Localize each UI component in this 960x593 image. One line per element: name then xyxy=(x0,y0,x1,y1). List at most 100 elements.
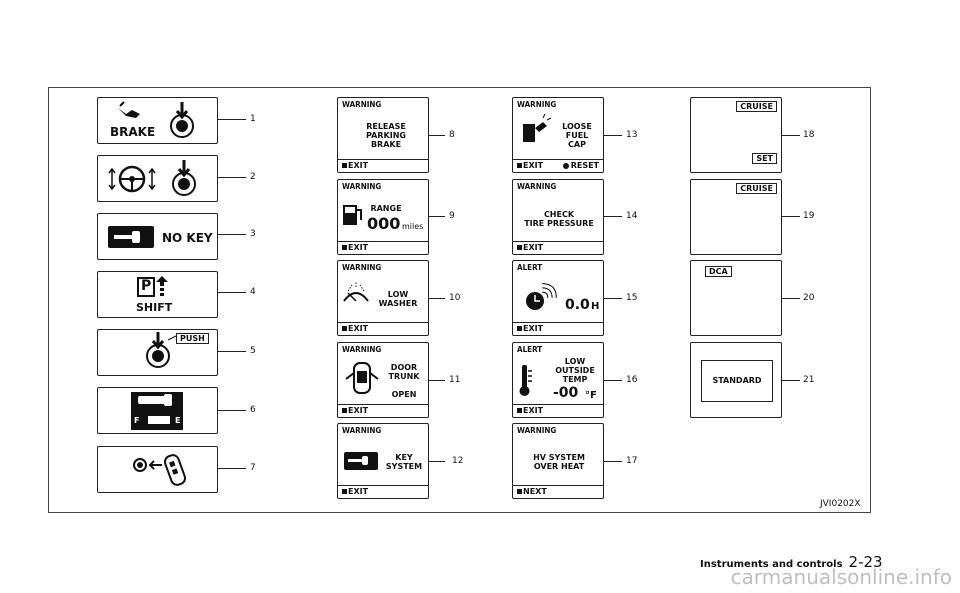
key-battery-icon xyxy=(138,394,172,424)
msg-text: LOW OUTSIDE TEMP xyxy=(555,357,595,384)
dca-tag: DCA xyxy=(705,266,732,277)
callout-5: 5 xyxy=(250,346,256,356)
callout-9: 9 xyxy=(449,211,455,221)
msg-footer: EXIT xyxy=(513,241,603,254)
msg-footer: EXIT xyxy=(513,322,603,335)
timer-value: 0.0 xyxy=(565,297,590,313)
msg-footer: EXIT xyxy=(338,322,428,335)
callout-2: 2 xyxy=(250,172,256,182)
msg-header: WARNING xyxy=(342,263,382,272)
callout-17: 17 xyxy=(626,456,638,466)
msg-check-tire-pressure: WARNING CHECK TIRE PRESSURE EXIT xyxy=(512,179,604,255)
park-shift-icon xyxy=(137,276,168,297)
push-button-icon xyxy=(146,332,177,368)
indicator-steering xyxy=(97,155,218,202)
msg-header: WARNING xyxy=(342,345,382,354)
range-unit: miles xyxy=(402,222,424,231)
callout-20: 20 xyxy=(803,293,815,303)
msg-footer: EXIT xyxy=(513,404,603,417)
section-title: Instruments and controls xyxy=(700,559,843,570)
msg-release-parking-brake: WARNING RELEASE PARKING BRAKE EXIT xyxy=(337,97,429,173)
msg-header: WARNING xyxy=(342,426,382,435)
fuel-f-label: F xyxy=(134,416,140,425)
thermometer-icon xyxy=(519,365,532,396)
msg-text: CHECK TIRE PRESSURE xyxy=(524,210,594,228)
steering-wheel-icon xyxy=(108,160,196,196)
callout-16: 16 xyxy=(626,375,638,385)
msg-footer: EXIT xyxy=(338,159,428,172)
msg-footer: EXIT xyxy=(338,485,428,498)
foot-brake-icon xyxy=(118,101,194,138)
figure-frame xyxy=(48,87,871,513)
msg-dca: DCA xyxy=(690,260,782,336)
msg-header: WARNING xyxy=(517,182,557,191)
callout-6: 6 xyxy=(250,405,256,415)
page-footer: Instruments and controls 2-23 xyxy=(700,553,883,571)
msg-header: ALERT xyxy=(517,263,543,272)
key-icon xyxy=(344,452,378,470)
temp-value: -00 xyxy=(553,385,579,401)
msg-door-trunk-open: WARNING DOOR TRUNK OPEN EXIT xyxy=(337,342,429,418)
msg-text: DOOR TRUNK OPEN xyxy=(388,363,420,399)
indicator-key-battery: F E xyxy=(97,387,218,434)
msg-header: ALERT xyxy=(517,345,543,354)
alert-clock-icon xyxy=(526,283,557,310)
msg-low-washer: WARNING LOW WASHER EXIT xyxy=(337,260,429,336)
callout-3: 3 xyxy=(250,229,256,239)
cruise-tag: CRUISE xyxy=(736,183,777,194)
indicator-intelligent-key xyxy=(97,446,218,493)
figure-code: JVI0202X xyxy=(820,499,861,509)
msg-text: RANGE xyxy=(370,204,402,213)
fuel-cap-icon xyxy=(523,113,552,142)
callout-10: 10 xyxy=(449,293,461,303)
set-tag: SET xyxy=(752,153,777,164)
watermark: carmanualsonline.info xyxy=(730,565,952,589)
cruise-tag: CRUISE xyxy=(736,101,777,112)
msg-header: WARNING xyxy=(517,426,557,435)
msg-hv-system-over-heat: WARNING HV SYSTEM OVER HEAT NEXT xyxy=(512,423,604,499)
msg-loose-fuel-cap: WARNING LOOSE FUEL CAP EXIT RESET xyxy=(512,97,604,173)
callout-12: 12 xyxy=(452,456,464,466)
callout-14: 14 xyxy=(626,211,638,221)
callout-7: 7 xyxy=(250,463,256,473)
msg-text: KEY SYSTEM xyxy=(385,453,423,471)
msg-cruise-set: CRUISE SET xyxy=(690,97,782,173)
push-tag: PUSH xyxy=(176,333,209,344)
msg-text: LOW WASHER xyxy=(378,290,418,308)
indicator-no-key: NO KEY xyxy=(97,213,218,260)
callout-18: 18 xyxy=(803,130,815,140)
indicator-shift-label: SHIFT xyxy=(136,301,173,314)
msg-low-outside-temp: ALERT LOW OUTSIDE TEMP -00 °F EXIT xyxy=(512,342,604,418)
standard-label: STANDARD xyxy=(712,376,762,385)
callout-11: 11 xyxy=(449,375,461,385)
range-value: 000 xyxy=(367,214,401,233)
msg-text: RELEASE PARKING BRAKE xyxy=(366,122,406,149)
timer-unit: H xyxy=(591,301,600,312)
indicator-push: PUSH xyxy=(97,329,218,376)
callout-1: 1 xyxy=(250,114,256,124)
msg-cruise: CRUISE xyxy=(690,179,782,255)
page-number: 2-23 xyxy=(848,553,883,571)
temp-unit: °F xyxy=(585,390,597,401)
indicator-brake: BRAKE xyxy=(97,97,218,144)
msg-standard: STANDARD xyxy=(690,342,782,418)
msg-footer: NEXT xyxy=(513,485,603,498)
msg-header: WARNING xyxy=(342,100,382,109)
callout-19: 19 xyxy=(803,211,815,221)
callout-15: 15 xyxy=(626,293,638,303)
msg-text: HV SYSTEM OVER HEAT xyxy=(533,453,585,471)
indicator-brake-label: BRAKE xyxy=(110,125,156,139)
callout-8: 8 xyxy=(449,130,455,140)
callout-21: 21 xyxy=(803,375,815,385)
indicator-shift: P SHIFT xyxy=(97,271,218,318)
msg-header: WARNING xyxy=(342,182,382,191)
msg-key-system: WARNING KEY SYSTEM EXIT xyxy=(337,423,429,499)
standard-frame xyxy=(701,360,773,402)
msg-footer: EXIT xyxy=(338,404,428,417)
callout-13: 13 xyxy=(626,130,638,140)
key-icon xyxy=(108,226,154,248)
indicator-no-key-label: NO KEY xyxy=(162,231,213,245)
fuel-e-label: E xyxy=(175,416,181,425)
msg-alert-timer: ALERT 0.0 H EXIT xyxy=(512,260,604,336)
msg-range: WARNING RANGE 000 miles EXIT xyxy=(337,179,429,255)
